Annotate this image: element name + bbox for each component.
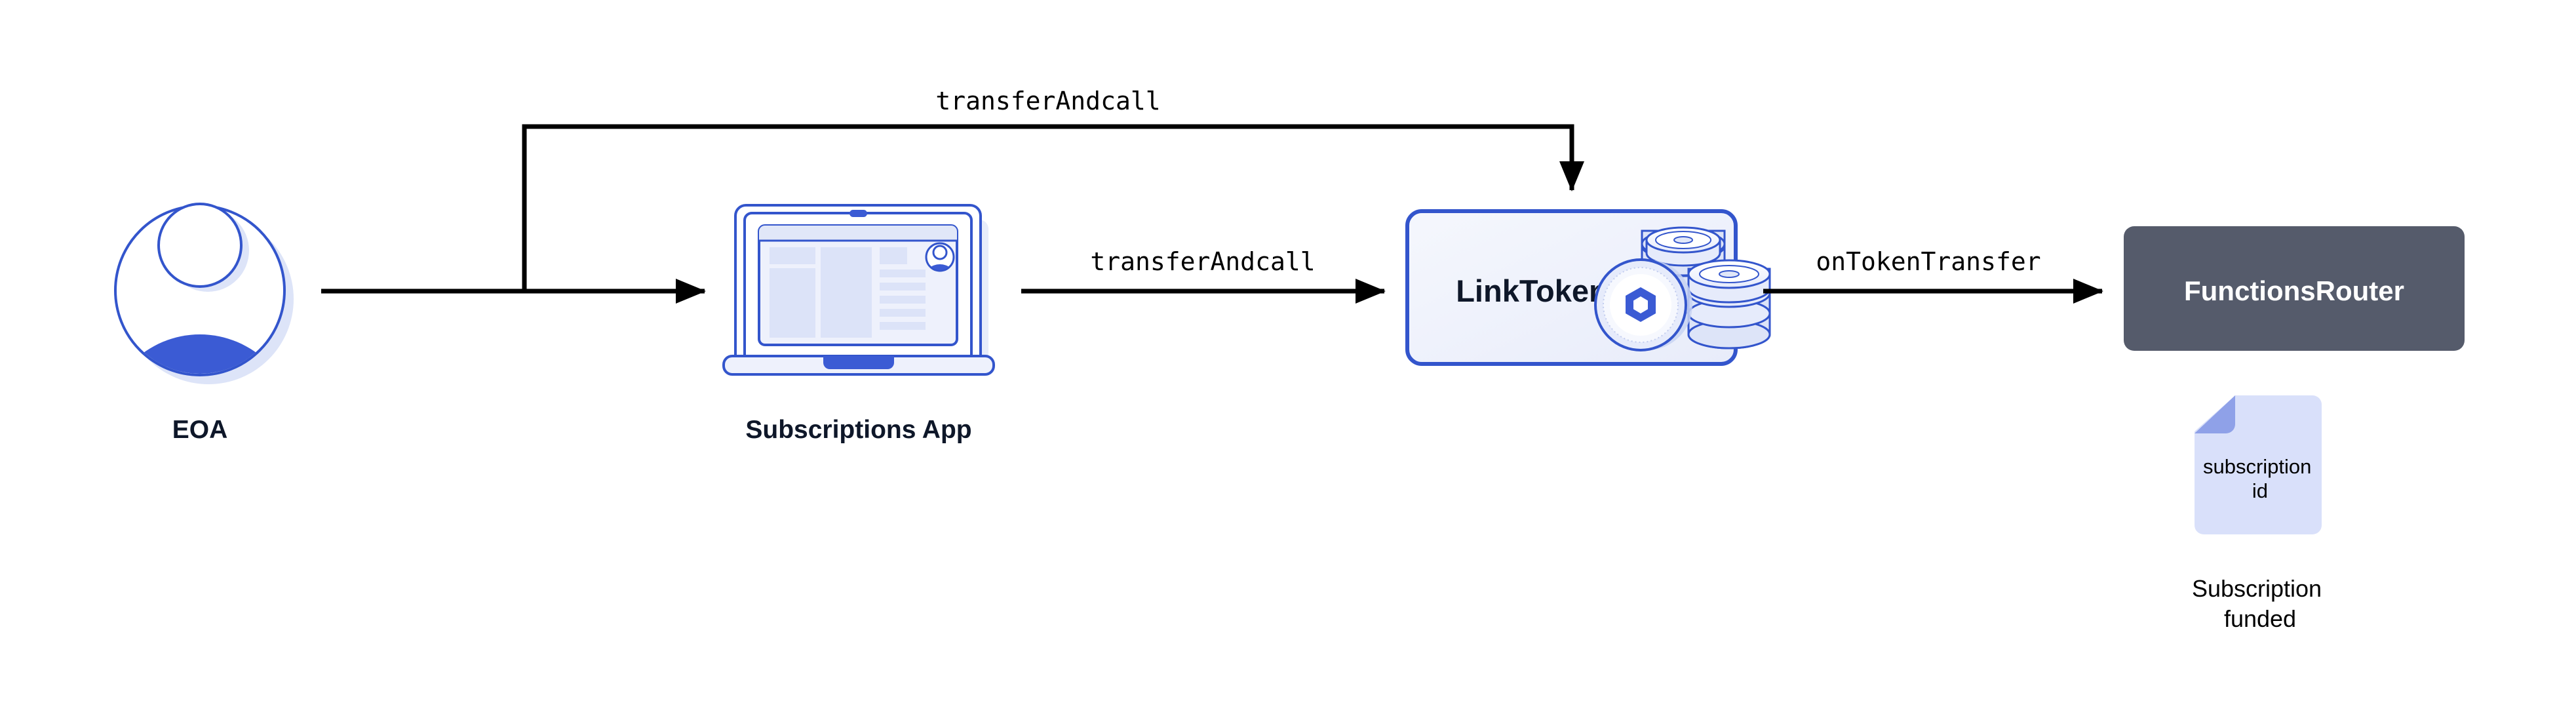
edge-label-ontokentransfer: onTokenTransfer	[1816, 247, 2040, 276]
linktoken-label: LinkToken	[1456, 273, 1608, 308]
edge-label-top-transferandcall: transferAndcall	[935, 87, 1160, 115]
document-icon	[2195, 395, 2322, 534]
link-coins-icon	[1594, 226, 1771, 351]
functionsrouter-label: FunctionsRouter	[2184, 275, 2404, 306]
laptop-icon	[722, 204, 995, 376]
subscriptions-app-label: Subscriptions App	[745, 416, 971, 444]
subscription-funded-caption: Subscription funded	[2192, 575, 2328, 632]
app-user-avatar-icon	[925, 242, 955, 272]
functionsrouter-node	[2124, 226, 2465, 351]
eoa-label: EOA	[172, 416, 228, 444]
edge-eoa-branch-to-linktoken	[522, 124, 1584, 291]
user-avatar-icon	[114, 203, 294, 384]
edge-label-mid-transferandcall: transferAndcall	[1090, 247, 1315, 276]
document-text: subscription id	[2203, 455, 2317, 502]
